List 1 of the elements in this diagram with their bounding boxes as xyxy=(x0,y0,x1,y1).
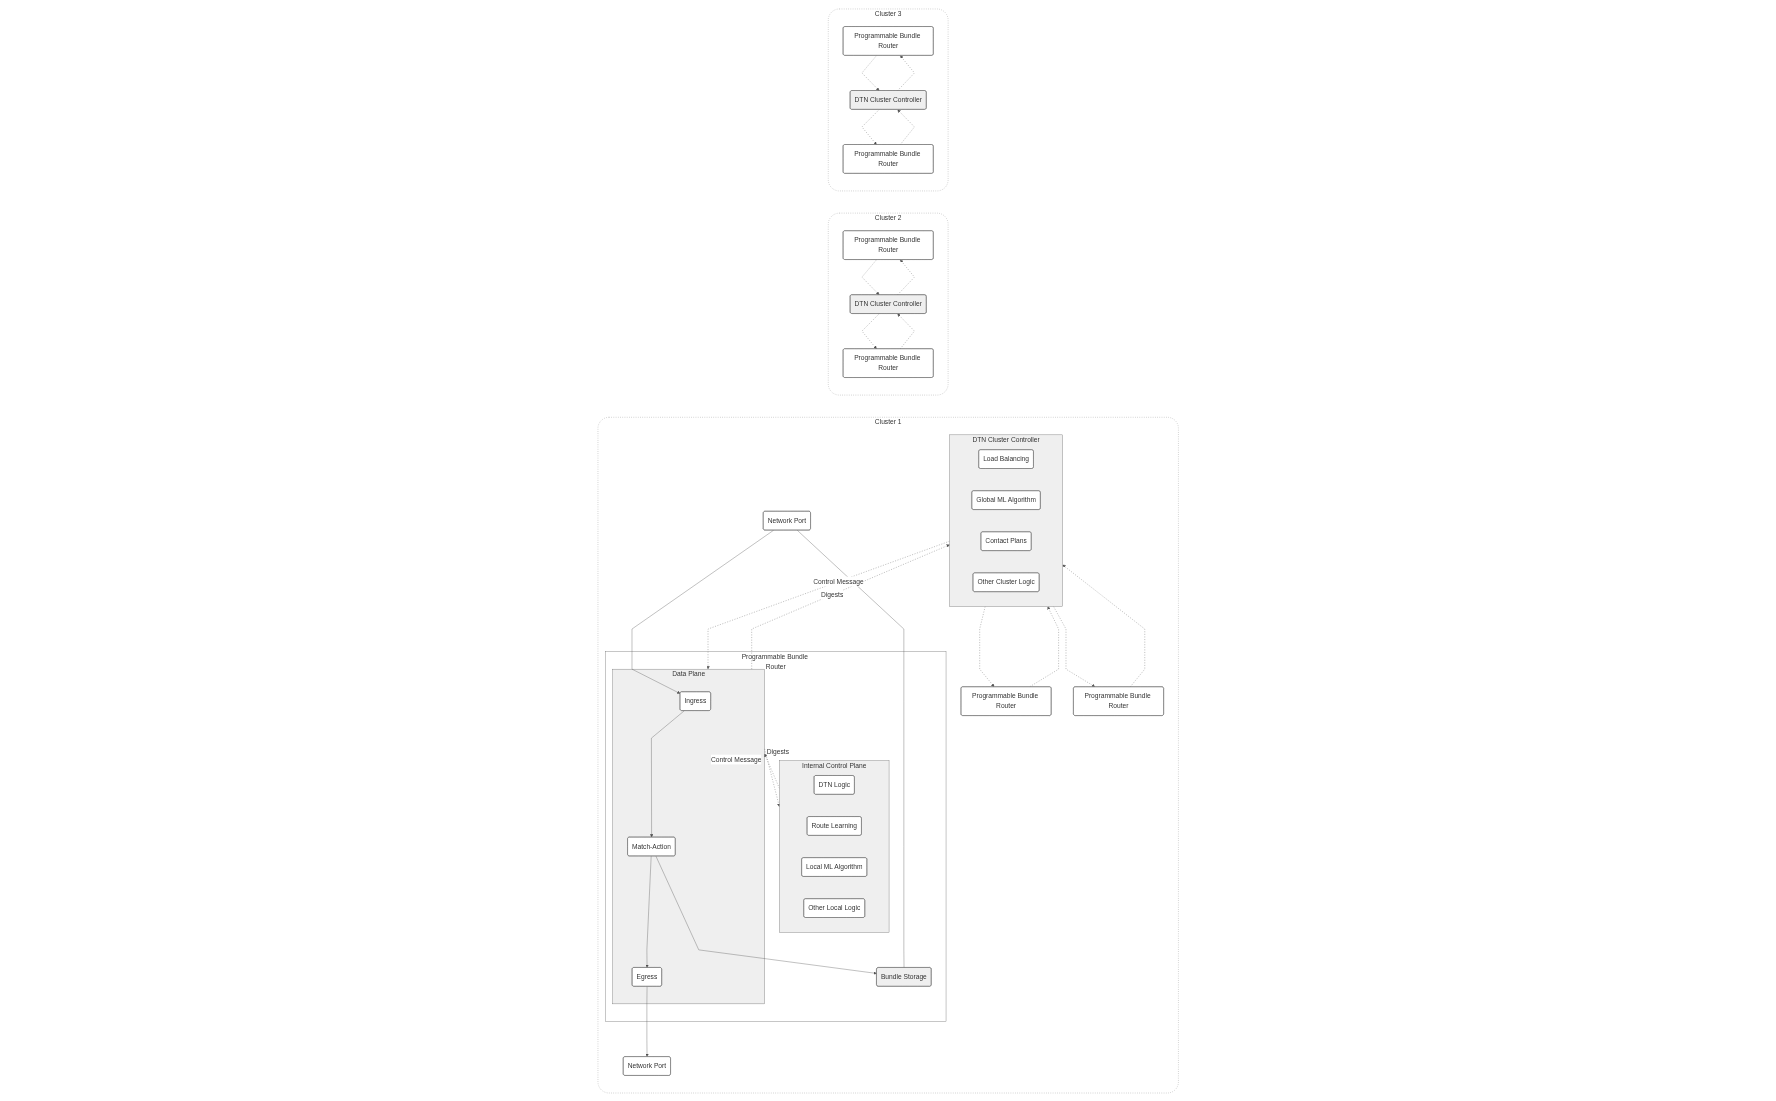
connector xyxy=(796,529,905,968)
